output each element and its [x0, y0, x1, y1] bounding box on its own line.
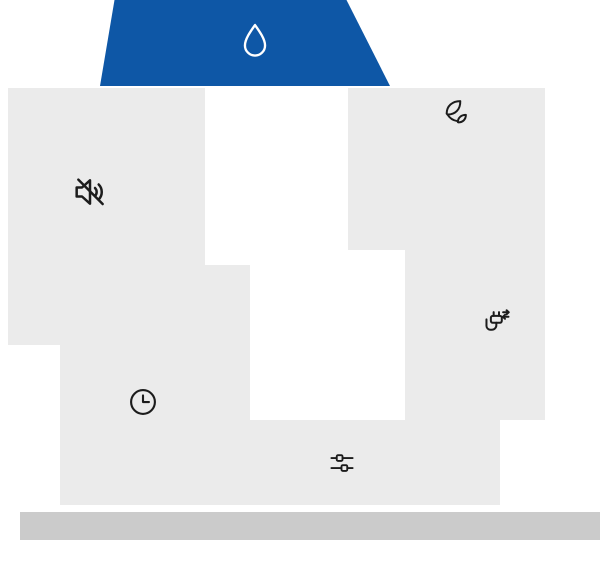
- tile-power[interactable]: [405, 165, 545, 420]
- plug-sync-icon: [481, 306, 513, 338]
- options-sliders-icon: [327, 448, 357, 478]
- clock-icon: [126, 385, 160, 419]
- tile-options[interactable]: [205, 420, 500, 505]
- header-hood[interactable]: [100, 0, 390, 86]
- water-drop-icon: [236, 20, 274, 64]
- bottom-bar: [20, 512, 600, 540]
- speaker-mute-icon: [70, 172, 110, 212]
- leaf-icon: [440, 96, 472, 128]
